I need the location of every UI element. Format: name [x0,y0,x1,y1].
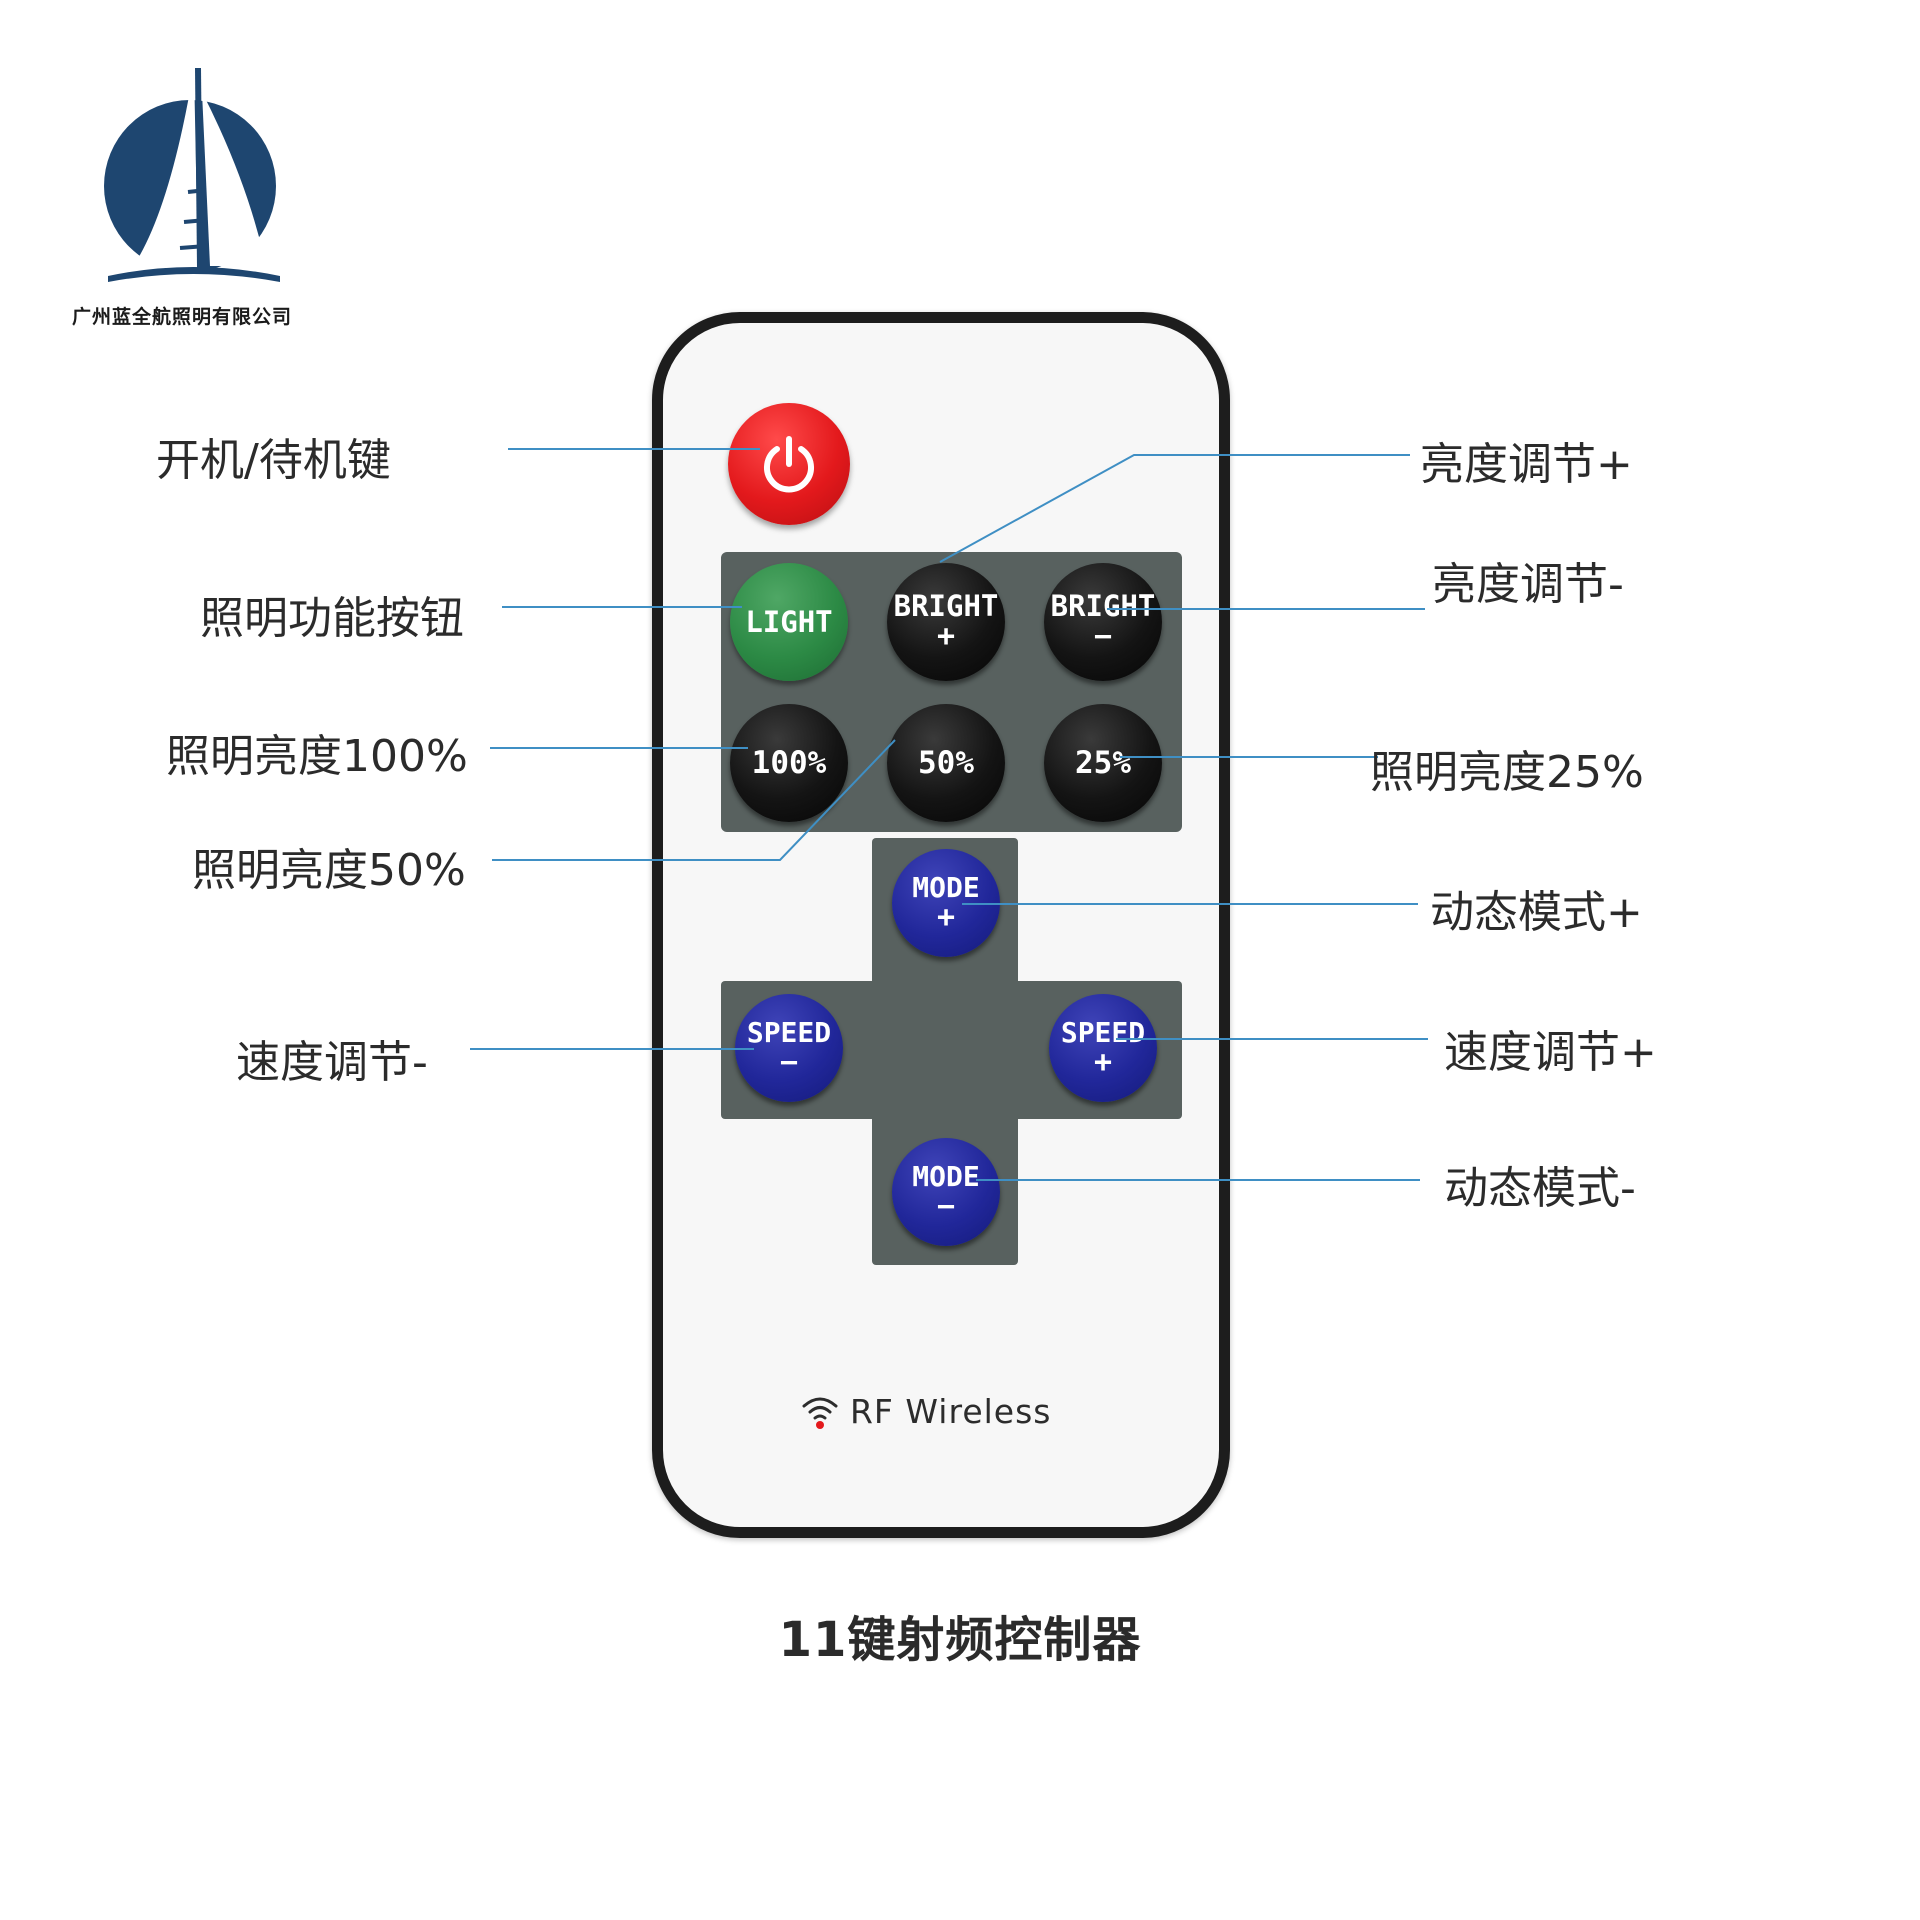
callout-level-50: 照明亮度50% [192,845,466,896]
callout-bright-up: 亮度调节+ [1420,439,1633,490]
speed-down-label: SPEED [746,1015,832,1049]
bright-up-sign: + [936,619,956,655]
level-25-button[interactable]: 25% [1044,704,1162,822]
light-button-label: LIGHT [745,604,833,639]
power-button[interactable] [728,403,850,525]
rf-wireless-text: RF Wireless [850,1392,1052,1431]
callout-light: 照明功能按钮 [200,593,464,644]
level-50-button[interactable]: 50% [887,704,1005,822]
mode-up-sign: + [936,899,956,935]
bright-down-label: BRIGHT [1050,589,1156,624]
speed-up-label: SPEED [1060,1015,1146,1049]
light-button[interactable]: LIGHT [730,563,848,681]
bright-up-label: BRIGHT [893,589,999,624]
sailboat-logo-icon [104,67,280,282]
speed-down-sign: − [779,1044,799,1080]
level-100-label: 100% [751,744,827,781]
rf-remote-controller: LIGHT BRIGHT + BRIGHT − 100% 50% 25% MOD… [652,312,1230,1538]
speed-up-sign: + [1093,1044,1113,1080]
callout-power: 开机/待机键 [156,435,391,486]
callout-mode-up: 动态模式+ [1430,887,1643,938]
callout-speed-up: 速度调节+ [1444,1027,1657,1078]
leader-bright-up [939,454,1410,563]
callout-speed-down: 速度调节- [236,1037,428,1088]
bright-up-button[interactable]: BRIGHT + [887,563,1005,681]
level-100-button[interactable]: 100% [730,704,848,822]
level-50-label: 50% [918,744,974,781]
mode-down-label: MODE [912,1159,980,1193]
product-caption: 11键射频控制器 [778,1612,1142,1668]
speed-up-button[interactable]: SPEED + [1049,994,1157,1102]
company-logo [98,62,288,294]
callout-mode-down: 动态模式- [1444,1163,1636,1214]
mode-down-sign: − [936,1188,956,1224]
callout-level-100: 照明亮度100% [166,731,468,782]
leader-level-50 [492,739,896,861]
callout-bright-down: 亮度调节- [1432,559,1624,610]
power-icon [764,436,814,493]
mode-down-button[interactable]: MODE − [892,1138,1000,1246]
company-name: 广州蓝全航照明有限公司 [72,306,293,328]
rf-wireless-label: RF Wireless [800,1392,1051,1431]
callout-level-25: 照明亮度25% [1370,747,1644,798]
level-25-label: 25% [1075,744,1131,781]
bright-down-button[interactable]: BRIGHT − [1044,563,1162,681]
bright-down-sign: − [1093,619,1113,655]
mode-up-label: MODE [912,870,980,904]
wireless-signal-icon [802,1397,838,1429]
